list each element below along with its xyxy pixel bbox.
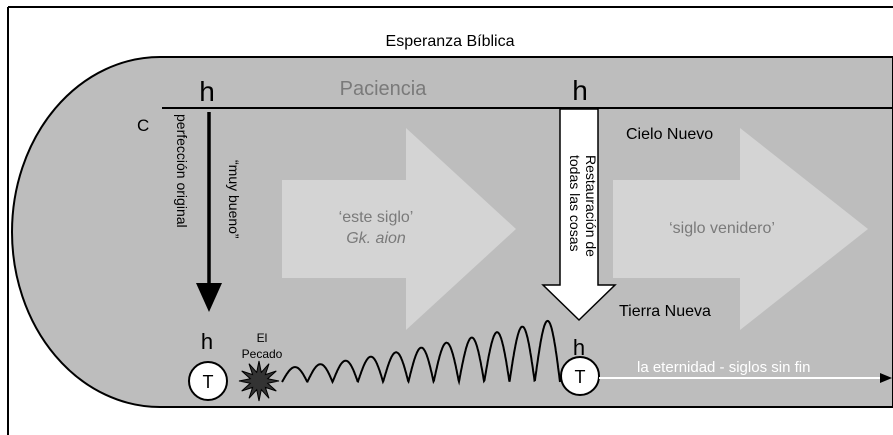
new-earth-label: Tierra Nueva bbox=[619, 303, 711, 320]
sin-label-line2: Pecado bbox=[242, 347, 283, 361]
sin-starburst-icon bbox=[238, 360, 280, 402]
age-to-come-label: ‘siglo venidero’ bbox=[669, 220, 775, 237]
t-marker-restoration-label: T bbox=[575, 367, 586, 387]
age-to-come-arrow bbox=[613, 128, 868, 330]
t-marker-creation-label: T bbox=[203, 372, 214, 392]
new-heaven-label: Cielo Nuevo bbox=[626, 126, 713, 143]
original-perfection-label: perfección original bbox=[174, 114, 190, 228]
restoration-arrow bbox=[541, 108, 617, 322]
eternity-arrow-head bbox=[880, 373, 892, 383]
t-marker-restoration bbox=[560, 356, 600, 396]
history-wave bbox=[281, 319, 561, 386]
hook-glyph-return: h bbox=[573, 335, 585, 360]
this-age-sublabel: Gk. aion bbox=[346, 230, 406, 247]
eternity-label: la eternidad - siglos sin fin bbox=[637, 359, 810, 376]
hook-glyph-restoration: h bbox=[572, 75, 588, 106]
sin-label-line1: El bbox=[257, 331, 268, 345]
restoration-label-line1: Restauración de bbox=[583, 155, 599, 257]
t-marker-creation bbox=[188, 361, 228, 401]
restoration-label-line2: todas las cosas bbox=[567, 155, 583, 252]
c-label: C bbox=[137, 116, 149, 135]
hook-glyph-fall: h bbox=[201, 329, 213, 354]
this-age-label: ‘este siglo’ bbox=[339, 209, 414, 226]
this-age-arrow bbox=[282, 128, 516, 330]
very-good-label: “muy bueno” bbox=[226, 160, 242, 239]
creation-arrow-head bbox=[196, 283, 222, 312]
patience-label: Paciencia bbox=[340, 78, 428, 100]
diagram-title: Esperanza Bíblica bbox=[386, 33, 515, 50]
hook-glyph-creation: h bbox=[199, 76, 215, 107]
